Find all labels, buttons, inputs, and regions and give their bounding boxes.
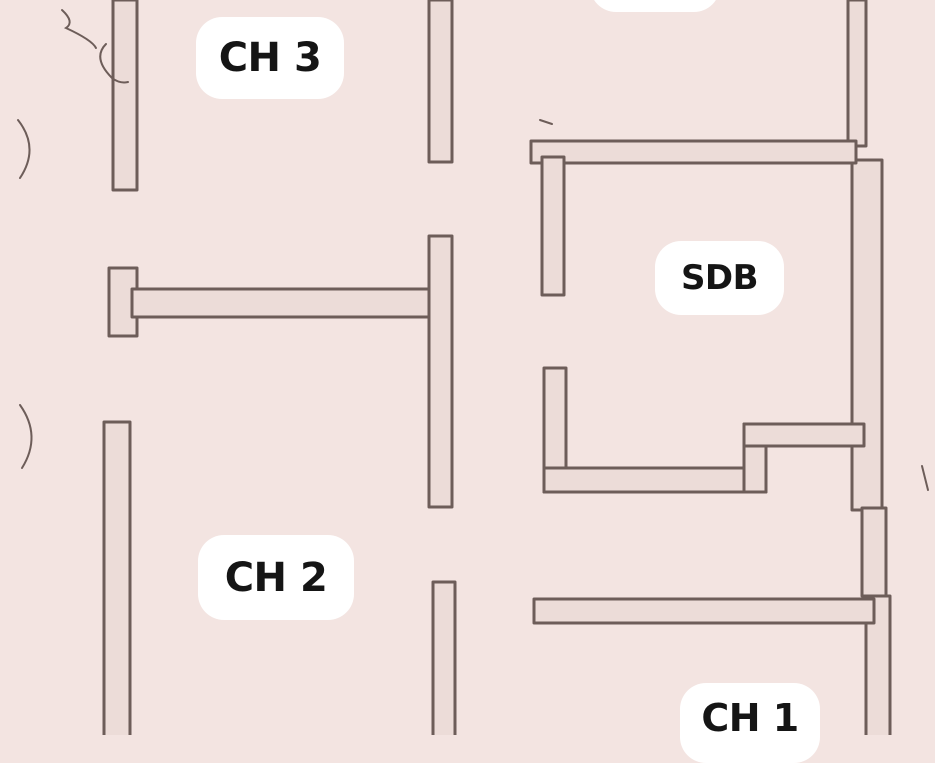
wall-corridor-lower [431, 580, 457, 735]
pencil-swirl-topleft [61, 9, 97, 49]
wall-right-outer-top [846, 0, 868, 148]
wall-right-outer-mid [850, 158, 884, 512]
wall-right-outer-low [860, 506, 888, 598]
wall-sdb-top [529, 139, 858, 165]
room-label-top-cropped [590, 0, 720, 12]
room-label-ch2: CH 2 [198, 535, 354, 620]
room-label-ch1: CH 1 [680, 683, 820, 763]
floor-plan-sketch [17, 0, 929, 735]
wall-partition-ch3-ch2 [130, 287, 444, 319]
wall-sdb-bottom [542, 466, 768, 494]
wall-sdb-step-horizontal [742, 422, 866, 448]
pencil-arc-lower [19, 404, 33, 469]
wall-sdb-left-upper [540, 155, 566, 297]
pencil-mark-right [921, 465, 929, 491]
pencil-arc-upper [17, 119, 31, 179]
pencil-stroke-topleft [99, 43, 129, 84]
room-label-sdb: SDB [655, 241, 784, 315]
wall-corridor-middle [427, 234, 454, 509]
pencil-mark-small [539, 119, 553, 125]
wall-left-lower [102, 420, 132, 735]
wall-left-upper [111, 0, 139, 192]
room-label-ch3: CH 3 [196, 17, 344, 99]
wall-corridor-upper [427, 0, 454, 164]
wall-ch1-top [532, 597, 876, 625]
